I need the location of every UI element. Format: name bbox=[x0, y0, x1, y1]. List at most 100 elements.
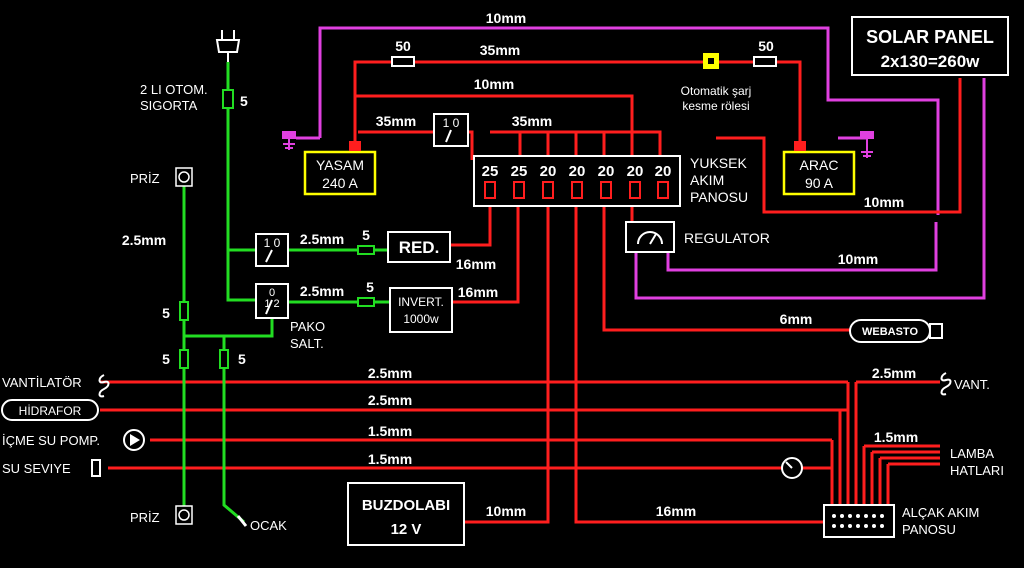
switch-reducer: 1 0 bbox=[255, 233, 289, 267]
fuse-inverter bbox=[357, 297, 375, 307]
fuse-50-left bbox=[391, 56, 415, 67]
wire-label: 10mm bbox=[474, 76, 514, 92]
high-panel-label-1: YUKSEK bbox=[690, 155, 747, 171]
pako-label-1: PAKO bbox=[290, 319, 325, 334]
main-switch-label: 1 0 bbox=[443, 116, 460, 130]
auto-charge-relay: Otomatik şarj kesme rölesi bbox=[681, 53, 752, 113]
wire-label: 1.5mm bbox=[368, 423, 412, 439]
battery-arac: ARAC 90 A bbox=[782, 131, 874, 196]
fuse-rating-1: 25 bbox=[482, 163, 499, 180]
wire-label: 35mm bbox=[512, 113, 552, 129]
sigorta-label-1: 2 LI OTOM. bbox=[140, 82, 208, 97]
webasto-label: WEBASTO bbox=[862, 326, 918, 338]
wire-label: 5 bbox=[162, 351, 170, 367]
switch-reducer-label: 1 0 bbox=[264, 236, 281, 250]
vantilator-label: VANTİLATÖR bbox=[2, 375, 82, 390]
fuse-rating-2: 25 bbox=[511, 163, 528, 180]
wire-label: 2.5mm bbox=[300, 231, 344, 247]
wire-label: 6mm bbox=[780, 311, 813, 327]
reducer-box bbox=[387, 231, 451, 263]
pako-switch-top: 0 bbox=[269, 287, 275, 299]
high-panel-label-2: AKIM bbox=[690, 172, 724, 188]
wire-label: 5 bbox=[238, 351, 246, 367]
priz-bottom-icon bbox=[175, 505, 193, 525]
wire-label: 35mm bbox=[480, 42, 520, 58]
wire-label: 10mm bbox=[486, 10, 526, 26]
low-panel-label-2: PANOSU bbox=[902, 522, 956, 537]
pako-switch: 0 1 2 bbox=[255, 283, 289, 319]
arac-label: ARAC bbox=[800, 157, 839, 173]
wire-label: 10mm bbox=[486, 503, 526, 519]
wire-label: 5 bbox=[362, 227, 370, 243]
icme-su-label: İÇME SU POMP. bbox=[2, 433, 100, 448]
priz-bottom-label: PRİZ bbox=[130, 510, 160, 525]
ocak-icon bbox=[236, 515, 248, 527]
fridge-label-1: BUZDOLABI bbox=[362, 497, 450, 514]
inverter-label-2: 1000w bbox=[403, 312, 439, 326]
sigorta-label-2: SIGORTA bbox=[140, 98, 198, 113]
reducer-label: RED. bbox=[399, 238, 440, 257]
wire-label: 2.5mm bbox=[368, 365, 412, 381]
high-panel-label-3: PANOSU bbox=[690, 189, 748, 205]
wire-label: 2.5mm bbox=[300, 283, 344, 299]
fuse-rating-3: 20 bbox=[540, 163, 557, 180]
vant-icon bbox=[940, 372, 952, 396]
pako-switch-bottom: 1 2 bbox=[264, 298, 279, 310]
fuse-rating-7: 20 bbox=[655, 163, 672, 180]
wire-label: 16mm bbox=[656, 503, 696, 519]
fridge-label-2: 12 V bbox=[391, 521, 422, 538]
wire-label: 50 bbox=[758, 38, 774, 54]
magenta-wires bbox=[296, 26, 986, 300]
fridge-box bbox=[347, 482, 465, 546]
lamba-label-1: LAMBA bbox=[950, 446, 994, 461]
wire-label: 1.5mm bbox=[874, 429, 918, 445]
hidrafor-label: HİDRAFOR bbox=[19, 404, 82, 418]
relay-label-2: kesme rölesi bbox=[682, 99, 749, 113]
high-current-panel: 25 25 20 20 20 20 20 bbox=[473, 155, 681, 207]
yasam-label: YASAM bbox=[316, 157, 364, 173]
pako-label-2: SALT. bbox=[290, 336, 324, 351]
battery-yasam: YASAM 240 A bbox=[282, 131, 377, 196]
wire-labels: 10mm 35mm 50 50 10mm 35mm 35mm 10mm 10mm… bbox=[122, 10, 918, 519]
fuse-50-right bbox=[753, 56, 777, 67]
wire-label: 5 bbox=[366, 279, 374, 295]
wire-label: 35mm bbox=[376, 113, 416, 129]
hidrafor-box bbox=[1, 399, 99, 421]
red-wires bbox=[100, 60, 962, 524]
lamba-label-2: HATLARI bbox=[950, 463, 1004, 478]
relay-label-1: Otomatik şarj bbox=[681, 84, 752, 98]
webasto: WEBASTO bbox=[849, 319, 943, 343]
wire-label: 2.5mm bbox=[122, 232, 166, 248]
wire-label: 10mm bbox=[838, 251, 878, 267]
wire-label: 5 bbox=[162, 305, 170, 321]
fuse-rating-4: 20 bbox=[569, 163, 586, 180]
low-panel-label-1: ALÇAK AKIM bbox=[902, 505, 979, 520]
fuse-rating-5: 20 bbox=[598, 163, 615, 180]
wire-label: 50 bbox=[395, 38, 411, 54]
su-seviye-label: SU SEVIYE bbox=[2, 461, 71, 476]
inverter-box bbox=[389, 287, 453, 333]
fuse-reducer bbox=[357, 245, 375, 255]
regulator: REGULATOR bbox=[625, 221, 770, 253]
priz-top-icon bbox=[175, 167, 193, 187]
yasam-capacity: 240 A bbox=[322, 175, 358, 191]
solar-panel: SOLAR PANEL 2x130=260w bbox=[851, 16, 1009, 76]
sigorta-fuse bbox=[222, 89, 234, 109]
inverter-label-1: INVERT. bbox=[398, 295, 444, 309]
regulator-label: REGULATOR bbox=[684, 230, 770, 246]
arac-capacity: 90 A bbox=[805, 175, 834, 191]
ocak-label: OCAK bbox=[250, 518, 287, 533]
vant-label: VANT. bbox=[954, 377, 990, 392]
fuse-priz-2 bbox=[179, 349, 189, 369]
wire-label: 10mm bbox=[864, 194, 904, 210]
wire-label: 2.5mm bbox=[368, 392, 412, 408]
wire-label: 2.5mm bbox=[872, 365, 916, 381]
wire-label: 1.5mm bbox=[368, 451, 412, 467]
priz-top-label: PRİZ bbox=[130, 171, 160, 186]
level-sensor-icon bbox=[91, 459, 101, 477]
green-wires bbox=[182, 62, 390, 524]
fuse-priz bbox=[179, 301, 189, 321]
wire-label: 5 bbox=[240, 93, 248, 109]
vantilator-icon bbox=[98, 374, 110, 398]
